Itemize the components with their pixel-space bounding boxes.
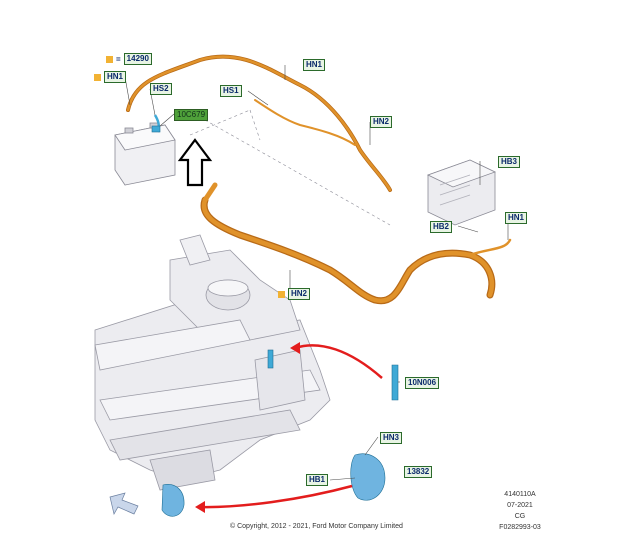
callout-hn2-lower: HN2 — [278, 288, 311, 300]
label-hb1: HB1 — [306, 474, 329, 486]
legend-square-icon — [106, 55, 113, 63]
label-hn2-lower: HN2 — [288, 288, 311, 300]
callout-hn3: HN3 — [380, 432, 403, 444]
label-hn2-upper: HN2 — [370, 116, 393, 128]
legend-equals: = — [116, 54, 121, 64]
callout-hs1: HS1 — [220, 85, 242, 97]
electronic-module — [426, 159, 497, 226]
ref-date: 07-2021 — [507, 502, 533, 509]
direction-arrow-icon — [109, 492, 139, 515]
callout-hb1: HB1 — [306, 474, 329, 486]
label-hs1: HS1 — [220, 85, 242, 97]
connectors — [151, 114, 399, 517]
label-hn1-top: HN1 — [104, 71, 127, 83]
projection-lines — [189, 109, 391, 226]
connector-square-icon — [94, 73, 101, 81]
label-10c679: 10C679 — [174, 109, 209, 121]
up-arrow-icon — [177, 138, 213, 187]
label-hs2: HS2 — [150, 83, 172, 95]
ref-code: 4140110A — [504, 491, 536, 498]
label-hb3: HB3 — [498, 156, 521, 168]
callout-14290: = 14290 — [106, 53, 152, 65]
callout-10c679: 10C679 — [174, 109, 209, 121]
battery — [114, 122, 176, 186]
callout-hb3: HB3 — [498, 156, 521, 168]
reference-block: 4140110A 07-2021 CG F0282993-03 — [490, 489, 550, 533]
callout-hs2: HS2 — [150, 83, 172, 95]
label-hb2: HB2 — [430, 221, 453, 233]
callout-hn1-top: HN1 — [94, 71, 127, 83]
callout-13832: 13832 — [404, 466, 433, 478]
label-hn1-mid: HN1 — [303, 59, 326, 71]
label-hn3: HN3 — [380, 432, 403, 444]
red-arrows — [199, 344, 383, 509]
ref-figure: F0282993-03 — [499, 524, 541, 531]
label-13832: 13832 — [404, 466, 433, 478]
callout-hn1-mid: HN1 — [303, 59, 326, 71]
vehicle-front-structure — [94, 234, 331, 491]
label-hn1-right: HN1 — [505, 212, 528, 224]
copyright-text: © Copyright, 2012 - 2021, Ford Motor Com… — [230, 523, 403, 530]
connector-square-icon — [278, 290, 285, 298]
callout-10n006: 10N006 — [405, 377, 440, 389]
callout-hn2-upper: HN2 — [370, 116, 393, 128]
ref-cg: CG — [514, 513, 526, 520]
callout-hb2: HB2 — [430, 221, 453, 233]
callout-hn1-right: HN1 — [505, 212, 528, 224]
red-arrowheads — [195, 342, 300, 513]
label-10n006: 10N006 — [405, 377, 440, 389]
label-14290: 14290 — [123, 53, 152, 65]
wiring-harness — [126, 54, 512, 305]
